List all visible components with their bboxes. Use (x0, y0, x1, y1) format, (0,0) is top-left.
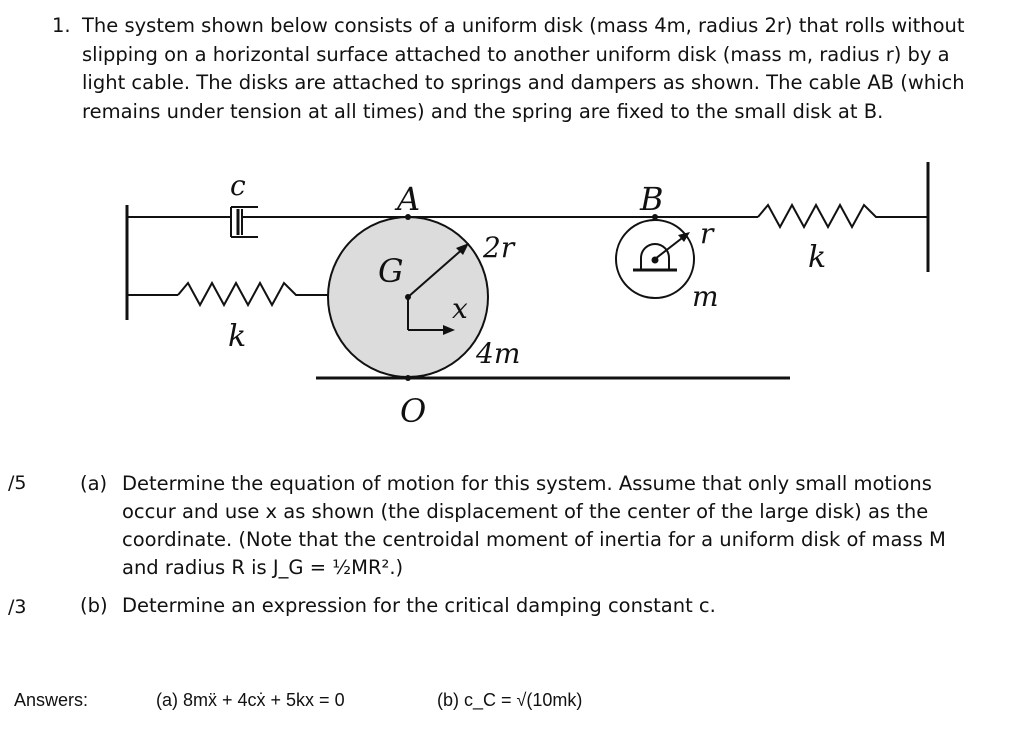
point-A (405, 214, 411, 220)
label-r: r (700, 217, 715, 250)
point-O (405, 375, 411, 381)
part-a-text: Determine the equation of motion for thi… (122, 472, 946, 579)
spring-right (757, 202, 928, 230)
radius-2r (407, 246, 466, 298)
label-m: m (692, 280, 719, 313)
radius-r (654, 234, 687, 260)
part-b-label: (b) (80, 594, 108, 617)
problem-number: 1. (52, 14, 71, 37)
part-b-text: Determine an expression for the critical… (122, 594, 716, 617)
label-x: x (452, 292, 468, 325)
damper-symbol (230, 206, 258, 238)
part-b: (b) Determine an expression for the crit… (80, 592, 985, 622)
label-2r: 2r (482, 231, 516, 264)
label-O: O (400, 392, 426, 430)
label-k-right: k (808, 240, 826, 275)
answers-label: Answers: (14, 690, 89, 710)
point-B (652, 214, 658, 220)
answer-a: (a) 8mẍ + 4cẋ + 5kx = 0 (156, 690, 345, 710)
label-B: B (639, 180, 664, 218)
label-A: A (394, 180, 420, 218)
label-k-left: k (228, 319, 246, 354)
point-G (405, 294, 411, 300)
score-b: /3 (8, 596, 27, 618)
label-G: G (378, 252, 404, 290)
spring-left (177, 280, 333, 308)
part-a-label: (a) (80, 472, 108, 495)
problem-text: The system shown below consists of a uni… (82, 14, 965, 123)
part-a: (a) Determine the equation of motion for… (80, 470, 985, 585)
score-a: /5 (8, 472, 27, 494)
mechanism-figure: c A B G 2r r x 4m m k k O (125, 162, 930, 430)
answer-b: (b) c_C = √(10mk) (437, 690, 583, 710)
label-4m: 4m (475, 337, 520, 370)
label-c: c (230, 169, 246, 202)
